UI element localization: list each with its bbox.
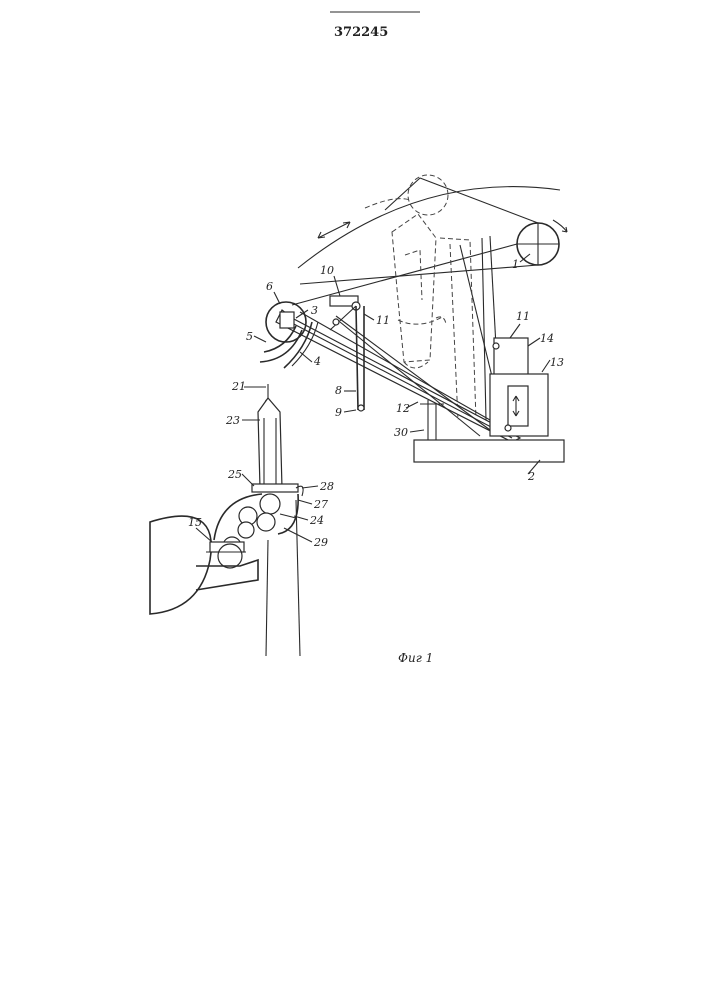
figure-caption: Фиг 1 [398,651,433,665]
label-27: 27 [313,498,328,511]
label-24: 24 [309,514,324,527]
label-4: 4 [313,355,321,368]
label-3: 3 [311,304,318,317]
label-29: 29 [313,536,328,549]
drive-housing [490,338,548,436]
label-13: 13 [550,356,564,369]
label-8: 8 [335,384,342,397]
label-30: 30 [394,426,408,439]
ghost-position-dashed [365,175,476,420]
label-25: 25 [227,468,242,481]
label-14: 14 [540,332,554,345]
label-11-lever: 11 [376,314,390,327]
label-5: 5 [246,330,253,343]
label-15: 15 [188,516,202,529]
label-9: 9 [335,406,342,419]
label-1: 1 [512,258,519,271]
label-2: 2 [527,470,535,483]
label-6: 6 [266,280,273,293]
label-28: 28 [319,480,334,493]
label-23: 23 [225,414,240,427]
label-12: 12 [396,402,410,415]
label-10: 10 [320,264,334,277]
label-11-drive: 11 [516,310,530,323]
boom-arm-3 [276,310,520,442]
patent-number: 372245 [334,25,388,40]
label-21: 21 [231,380,246,393]
